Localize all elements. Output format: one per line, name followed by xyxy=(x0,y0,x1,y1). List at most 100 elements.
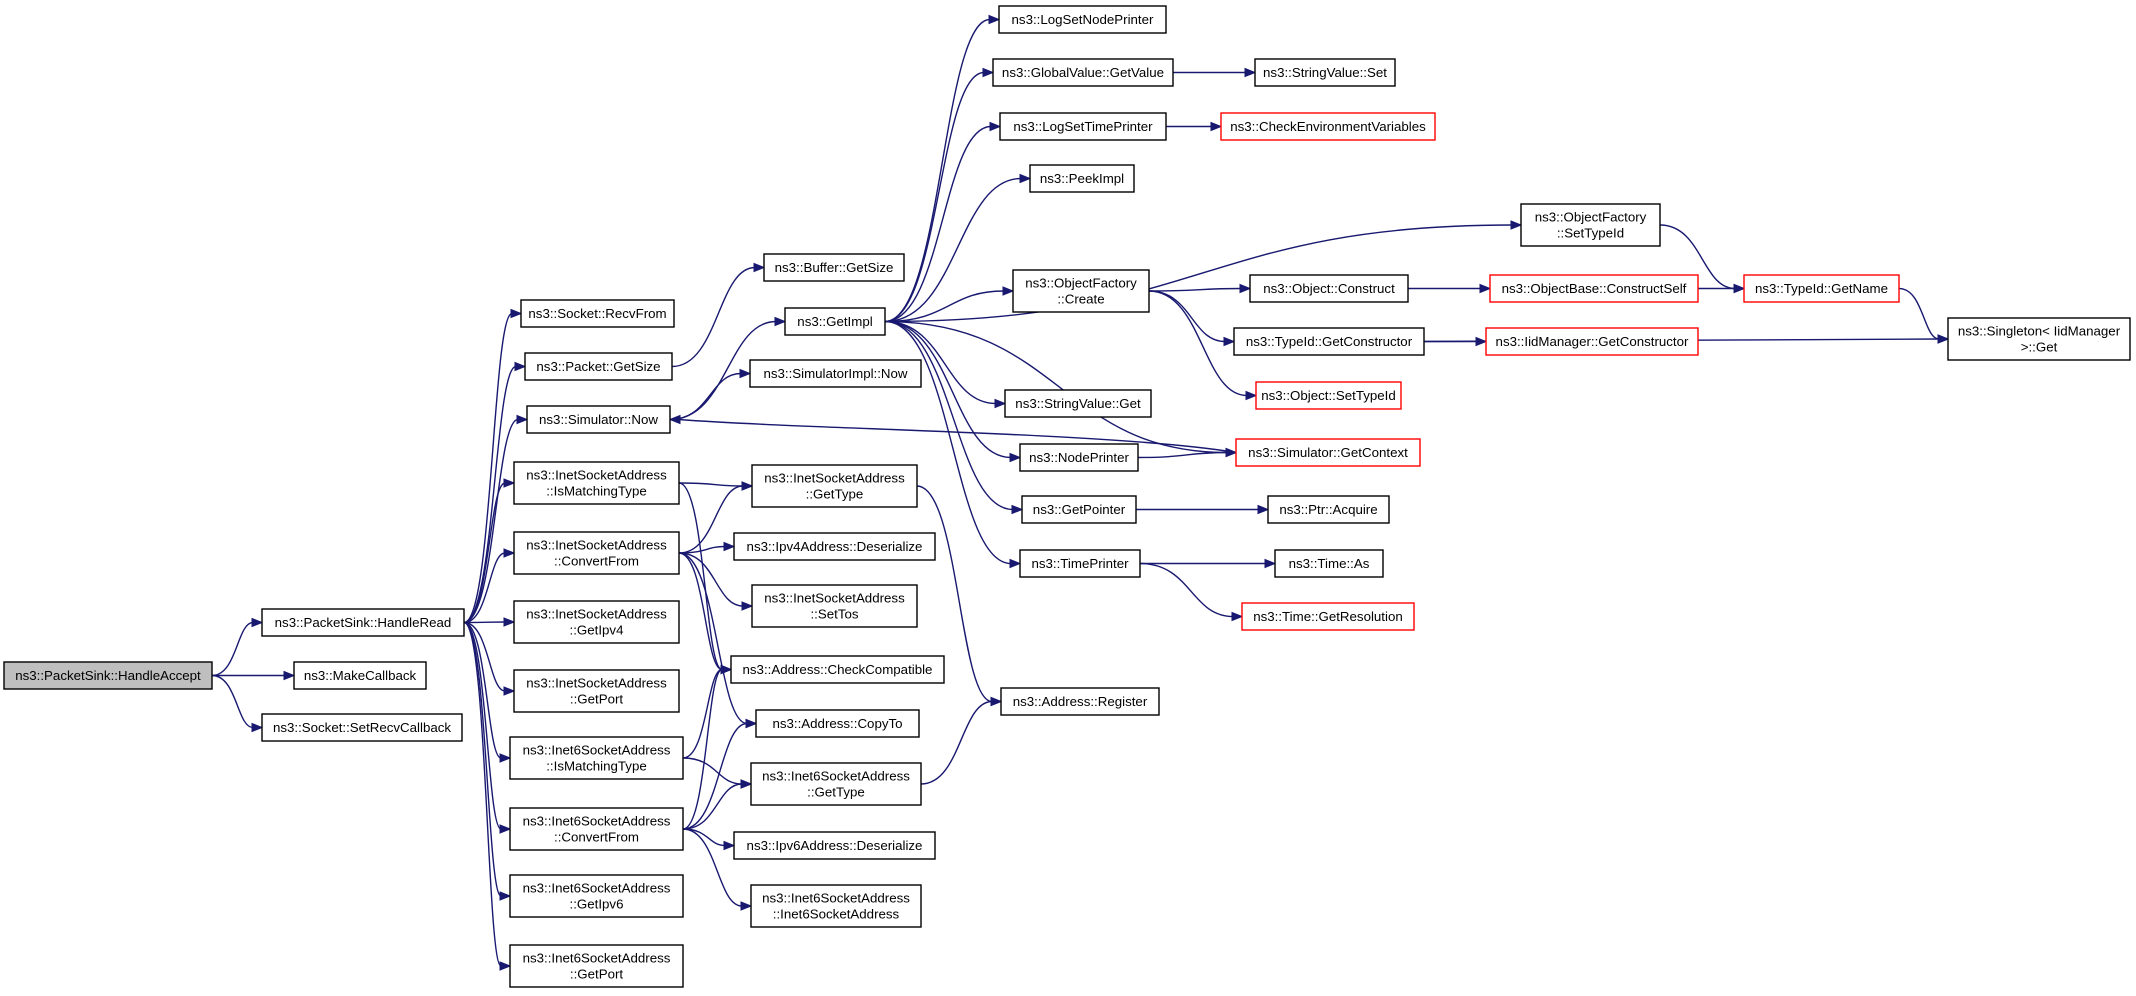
graph-node[interactable]: ns3::Simulator::Now xyxy=(526,405,671,434)
node-box[interactable] xyxy=(1029,164,1135,193)
graph-node[interactable]: ns3::GlobalValue::GetValue xyxy=(992,58,1174,87)
graph-node[interactable]: ns3::Inet6SocketAddress::IsMatchingType xyxy=(509,736,684,780)
graph-node[interactable]: ns3::Object::Construct xyxy=(1249,274,1409,303)
graph-node[interactable]: ns3::Address::CopyTo xyxy=(755,709,920,738)
node-box[interactable] xyxy=(733,532,936,561)
external-node-box[interactable] xyxy=(1235,438,1421,467)
graph-node[interactable]: ns3::Object::SetTypeId xyxy=(1255,381,1402,410)
graph-node[interactable]: ns3::Inet6SocketAddress::GetPort xyxy=(509,944,684,988)
graph-node[interactable]: ns3::Inet6SocketAddress::Inet6SocketAddr… xyxy=(750,884,922,928)
node-box[interactable] xyxy=(1004,389,1152,418)
node-box[interactable] xyxy=(1021,495,1137,524)
node-box[interactable] xyxy=(999,112,1167,141)
graph-node[interactable]: ns3::IidManager::GetConstructor xyxy=(1485,327,1699,356)
graph-node[interactable]: ns3::Socket::SetRecvCallback xyxy=(261,713,463,742)
node-box[interactable] xyxy=(992,58,1174,87)
graph-node[interactable]: ns3::PacketSink::HandleRead xyxy=(261,608,465,637)
graph-node[interactable]: ns3::Singleton< IidManager>::Get xyxy=(1947,317,2131,361)
graph-node[interactable]: ns3::InetSocketAddress::IsMatchingType xyxy=(513,461,680,505)
graph-node[interactable]: ns3::InetSocketAddress::SetTos xyxy=(751,584,918,628)
node-box[interactable] xyxy=(261,713,463,742)
node-box[interactable] xyxy=(1520,203,1661,247)
graph-node[interactable]: ns3::InetSocketAddress::ConvertFrom xyxy=(513,531,680,575)
root-node-box[interactable] xyxy=(3,661,213,690)
graph-node[interactable]: ns3::Socket::RecvFrom xyxy=(520,299,675,328)
node-box[interactable] xyxy=(513,531,680,575)
external-node-box[interactable] xyxy=(1220,112,1436,141)
node-box[interactable] xyxy=(293,661,427,690)
node-box[interactable] xyxy=(509,944,684,988)
graph-node[interactable]: ns3::NodePrinter xyxy=(1019,443,1139,472)
node-box[interactable] xyxy=(750,762,922,806)
graph-node[interactable]: ns3::InetSocketAddress::GetIpv4 xyxy=(513,600,680,644)
graph-node[interactable]: ns3::Simulator::GetContext xyxy=(1235,438,1421,467)
graph-node[interactable]: ns3::Ipv4Address::Deserialize xyxy=(733,532,936,561)
graph-node[interactable]: ns3::PacketSink::HandleAccept xyxy=(3,661,213,690)
graph-node[interactable]: ns3::MakeCallback xyxy=(293,661,427,690)
node-box[interactable] xyxy=(1019,443,1139,472)
graph-node[interactable]: ns3::Buffer::GetSize xyxy=(763,253,905,282)
graph-node[interactable]: ns3::SimulatorImpl::Now xyxy=(749,359,922,388)
graph-node[interactable]: ns3::Packet::GetSize xyxy=(524,352,673,381)
node-box[interactable] xyxy=(1019,549,1141,578)
node-box[interactable] xyxy=(1249,274,1409,303)
node-box[interactable] xyxy=(1947,317,2131,361)
node-box[interactable] xyxy=(1233,327,1425,356)
node-box[interactable] xyxy=(749,359,922,388)
node-box[interactable] xyxy=(509,807,684,851)
graph-node[interactable]: ns3::InetSocketAddress::GetPort xyxy=(513,669,680,713)
graph-node[interactable]: ns3::LogSetTimePrinter xyxy=(999,112,1167,141)
graph-node[interactable]: ns3::TimePrinter xyxy=(1019,549,1141,578)
graph-node[interactable]: ns3::InetSocketAddress::GetType xyxy=(751,464,918,508)
node-box[interactable] xyxy=(509,874,684,918)
external-node-box[interactable] xyxy=(1743,274,1900,303)
node-box[interactable] xyxy=(1267,495,1390,524)
graph-node[interactable]: ns3::CheckEnvironmentVariables xyxy=(1220,112,1436,141)
external-node-box[interactable] xyxy=(1485,327,1699,356)
graph-node[interactable]: ns3::TypeId::GetName xyxy=(1743,274,1900,303)
node-box[interactable] xyxy=(513,600,680,644)
graph-node[interactable]: ns3::StringValue::Set xyxy=(1254,58,1396,87)
graph-node[interactable]: ns3::ObjectFactory::Create xyxy=(1012,269,1150,313)
graph-node[interactable]: ns3::Ptr::Acquire xyxy=(1267,495,1390,524)
graph-node[interactable]: ns3::ObjectBase::ConstructSelf xyxy=(1489,274,1699,303)
graph-node[interactable]: ns3::Address::Register xyxy=(1000,687,1160,716)
node-box[interactable] xyxy=(751,464,918,508)
graph-node[interactable]: ns3::Time::As xyxy=(1274,549,1384,578)
node-box[interactable] xyxy=(513,461,680,505)
node-box[interactable] xyxy=(1000,687,1160,716)
graph-node[interactable]: ns3::Inet6SocketAddress::GetIpv6 xyxy=(509,874,684,918)
node-box[interactable] xyxy=(1012,269,1150,313)
graph-node[interactable]: ns3::GetPointer xyxy=(1021,495,1137,524)
node-box[interactable] xyxy=(509,736,684,780)
graph-node[interactable]: ns3::LogSetNodePrinter xyxy=(998,5,1167,34)
node-box[interactable] xyxy=(524,352,673,381)
node-box[interactable] xyxy=(261,608,465,637)
node-box[interactable] xyxy=(1274,549,1384,578)
node-box[interactable] xyxy=(513,669,680,713)
node-box[interactable] xyxy=(784,307,886,336)
node-box[interactable] xyxy=(755,709,920,738)
node-box[interactable] xyxy=(1254,58,1396,87)
external-node-box[interactable] xyxy=(1489,274,1699,303)
graph-node[interactable]: ns3::Inet6SocketAddress::GetType xyxy=(750,762,922,806)
node-box[interactable] xyxy=(751,584,918,628)
graph-node[interactable]: ns3::StringValue::Get xyxy=(1004,389,1152,418)
external-node-box[interactable] xyxy=(1241,602,1415,631)
node-box[interactable] xyxy=(998,5,1167,34)
graph-node[interactable]: ns3::ObjectFactory::SetTypeId xyxy=(1520,203,1661,247)
graph-node[interactable]: ns3::Inet6SocketAddress::ConvertFrom xyxy=(509,807,684,851)
node-box[interactable] xyxy=(750,884,922,928)
node-box[interactable] xyxy=(763,253,905,282)
graph-node[interactable]: ns3::PeekImpl xyxy=(1029,164,1135,193)
node-box[interactable] xyxy=(733,831,936,860)
external-node-box[interactable] xyxy=(1255,381,1402,410)
graph-node[interactable]: ns3::Address::CheckCompatible xyxy=(730,655,945,684)
graph-node[interactable]: ns3::Ipv6Address::Deserialize xyxy=(733,831,936,860)
graph-node[interactable]: ns3::Time::GetResolution xyxy=(1241,602,1415,631)
node-box[interactable] xyxy=(526,405,671,434)
node-box[interactable] xyxy=(520,299,675,328)
node-box[interactable] xyxy=(730,655,945,684)
graph-node[interactable]: ns3::TypeId::GetConstructor xyxy=(1233,327,1425,356)
graph-node[interactable]: ns3::GetImpl xyxy=(784,307,886,336)
